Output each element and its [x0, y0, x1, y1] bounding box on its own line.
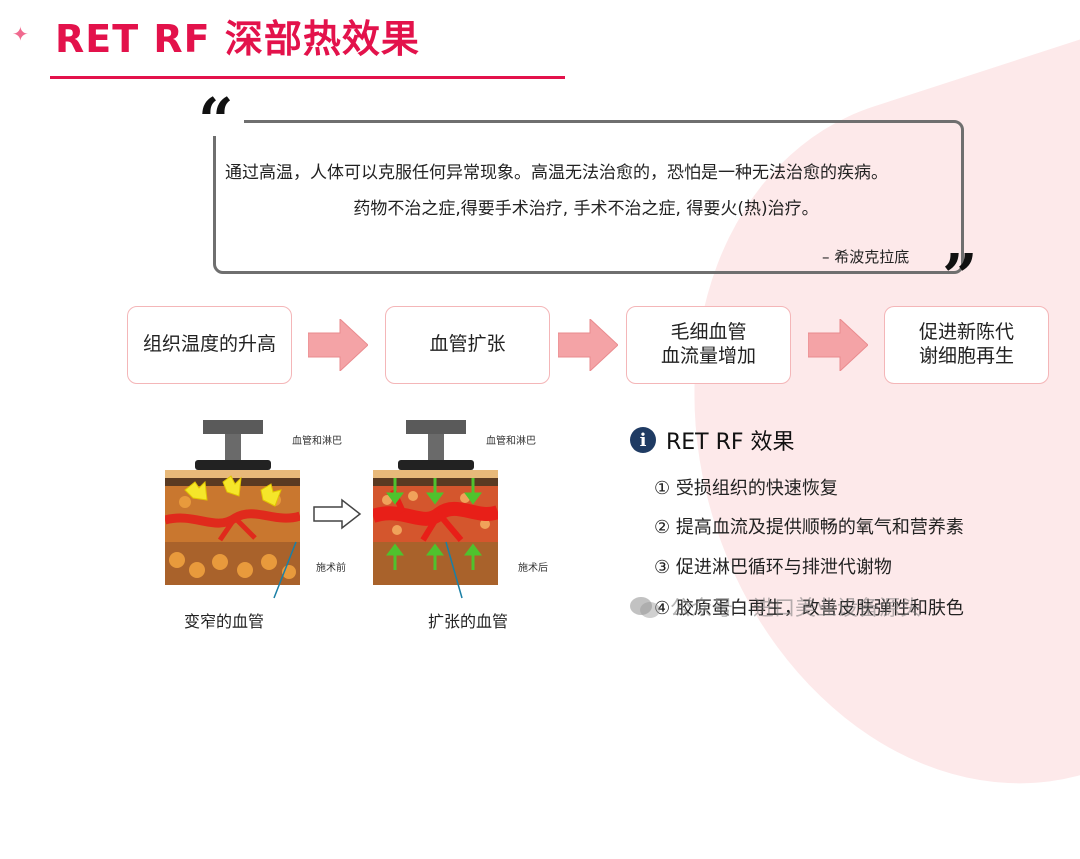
- quote-line-2: 药物不治之症,得要手术治疗, 手术不治之症, 得要火(热)治疗。: [353, 199, 819, 219]
- step-label: 毛细血管 血流量增加: [660, 321, 756, 367]
- watermark-text: 公众号 · 进口美业设备源头: [670, 596, 922, 620]
- pointer-line: [445, 541, 463, 599]
- page-title: RET RF 深部热效果: [55, 17, 420, 61]
- before-bottom-label: 施术前: [316, 563, 346, 574]
- step-label: 促进新陈代 谢细胞再生: [918, 321, 1014, 367]
- step-4: 促进新陈代 谢细胞再生: [884, 306, 1049, 384]
- effects-heading: i RET RF 效果: [630, 424, 795, 456]
- step-1: 组织温度的升高: [127, 306, 292, 384]
- close-quote-icon: ”: [942, 240, 978, 313]
- after-caption: 扩张的血管: [428, 612, 509, 631]
- after-top-label: 血管和淋巴: [486, 436, 536, 447]
- title-underline: [50, 76, 565, 79]
- step-label: 血管扩张: [429, 333, 506, 356]
- before-treatment-diagram: [165, 420, 300, 585]
- effect-item: ③ 促进淋巴循环与排泄代谢物: [654, 557, 892, 578]
- quote-author: – 希波克拉底: [822, 248, 910, 266]
- after-bottom-label: 施术后: [518, 563, 548, 574]
- quote-gap: [196, 108, 244, 136]
- arrow-right-icon: [308, 319, 368, 371]
- arrow-right-icon: [808, 319, 868, 371]
- outline-arrow-icon: [313, 498, 362, 530]
- step-3: 毛细血管 血流量增加: [626, 306, 791, 384]
- wechat-icon: [630, 597, 660, 618]
- pointer-line: [273, 541, 297, 599]
- arrow-right-icon: [558, 319, 618, 371]
- step-label: 组织温度的升高: [142, 333, 276, 356]
- sparkle-icon: ✦: [12, 22, 29, 46]
- open-quote-icon: “: [198, 84, 234, 157]
- effect-item: ④ 胶原蛋白再生，改善皮肤弹性和肤色: [654, 598, 964, 619]
- watermark: 公众号 · 进口美业设备源头: [628, 592, 921, 622]
- effect-item: ① 受损组织的快速恢复: [654, 478, 838, 499]
- after-treatment-diagram: [373, 420, 498, 585]
- quote-box: [213, 120, 964, 274]
- quote-line-1: 通过高温，人体可以克服任何异常现象。高温无法治愈的，恐怕是一种无法治愈的疾病。: [225, 163, 888, 183]
- before-caption: 变窄的血管: [184, 612, 265, 631]
- info-icon: i: [630, 427, 656, 453]
- effect-item: ② 提高血流及提供顺畅的氧气和营养素: [654, 517, 964, 538]
- before-top-label: 血管和淋巴: [292, 436, 342, 447]
- effects-title: RET RF 效果: [666, 430, 795, 455]
- step-2: 血管扩张: [385, 306, 550, 384]
